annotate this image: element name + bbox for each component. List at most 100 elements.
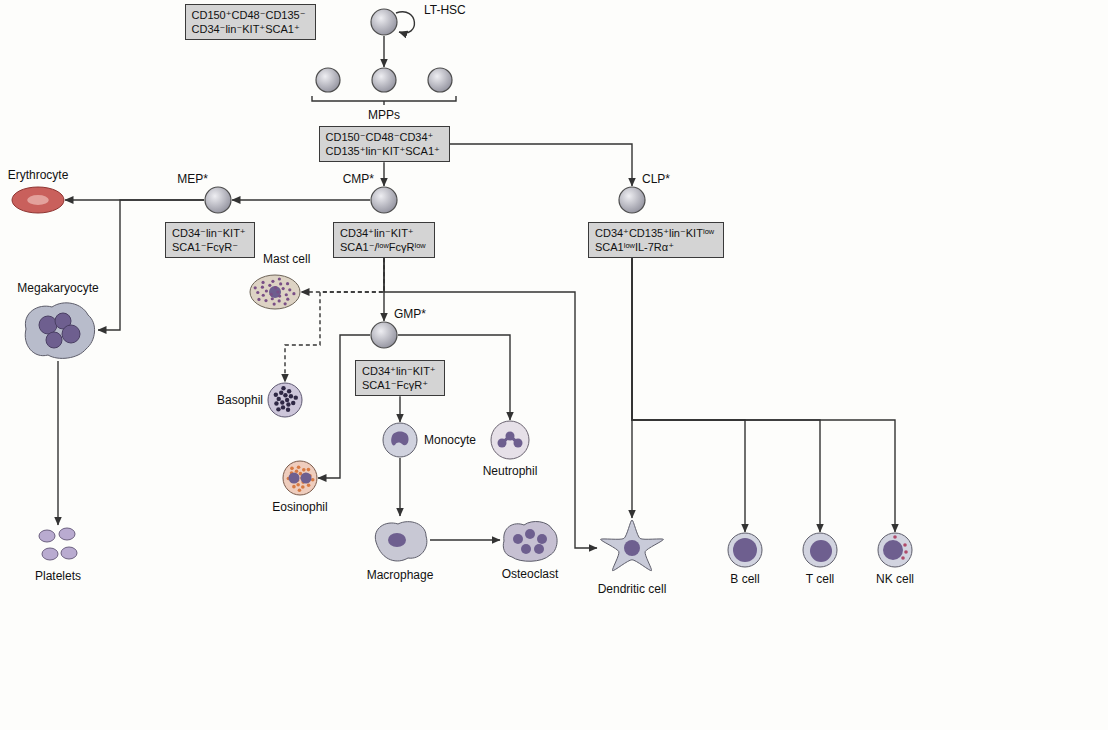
lineage-arrow bbox=[232, 199, 370, 200]
cell-label-holder: T cell bbox=[806, 572, 834, 586]
cell-label-holder: Erythrocyte bbox=[8, 168, 69, 182]
cell-label: Macrophage bbox=[367, 568, 434, 582]
cell-node: Basophil bbox=[267, 382, 303, 418]
cell-picture bbox=[382, 422, 418, 458]
cell-label-holder: Megakaryocyte bbox=[17, 281, 98, 295]
cell-node: Macrophage bbox=[370, 516, 430, 564]
cell-label-holder: Neutrophil bbox=[483, 464, 538, 478]
cell-picture bbox=[204, 186, 232, 214]
marker-box: CD34⁺lin⁻KIT⁺ SCA1⁻/ˡᵒʷFcγRˡᵒʷ bbox=[333, 222, 435, 258]
lineage-arrow bbox=[383, 162, 384, 186]
cell-node: CLP* bbox=[618, 186, 646, 214]
lineage-arrow bbox=[430, 539, 500, 540]
cell-node: MPPs bbox=[309, 67, 459, 93]
cell-label-holder: Eosinophil bbox=[272, 500, 327, 514]
cell-picture bbox=[36, 525, 80, 565]
cell-label-holder: Platelets bbox=[35, 569, 81, 583]
cell-picture bbox=[309, 67, 459, 93]
cell-label: Basophil bbox=[217, 393, 263, 407]
cell-label-holder: B cell bbox=[730, 572, 759, 586]
marker-text: CD34⁻lin⁻KIT⁺ SCA1⁻FcγR⁻ bbox=[172, 226, 248, 254]
cell-picture bbox=[267, 382, 303, 418]
cell-picture bbox=[877, 532, 913, 568]
cell-node: CMP* bbox=[370, 186, 398, 214]
cell-node: Mast cell bbox=[249, 274, 301, 310]
cell-node: GMP* bbox=[370, 321, 398, 349]
cell-picture bbox=[370, 516, 430, 564]
cell-label-holder: Osteoclast bbox=[502, 567, 559, 581]
cell-label-holder: CMP* bbox=[343, 172, 374, 186]
lineage-arrow bbox=[318, 335, 370, 478]
lineage-arrow bbox=[384, 258, 597, 548]
cell-node: Megakaryocyte bbox=[18, 299, 98, 361]
cell-label: Eosinophil bbox=[272, 500, 327, 514]
marker-text: CD150⁻CD48⁻CD34⁺ CD135⁺lin⁻KIT⁺SCA1⁺ bbox=[326, 130, 443, 158]
cell-label: GMP* bbox=[394, 307, 426, 321]
cell-label-holder: Macrophage bbox=[367, 568, 434, 582]
cell-label: Erythrocyte bbox=[8, 168, 69, 182]
cell-label-holder: LT-HSC bbox=[424, 3, 466, 17]
cell-picture bbox=[370, 321, 398, 349]
cell-label: MPPs bbox=[368, 108, 400, 122]
cell-label: LT-HSC bbox=[424, 3, 466, 17]
cell-node: B cell bbox=[727, 532, 763, 568]
cell-picture bbox=[370, 186, 398, 214]
cell-node: MEP* bbox=[204, 186, 232, 214]
cell-label: NK cell bbox=[876, 572, 914, 586]
cell-node: Monocyte bbox=[382, 422, 418, 458]
cell-label-holder: MEP* bbox=[177, 172, 208, 186]
cell-picture bbox=[727, 532, 763, 568]
marker-box: CD150⁺CD48⁻CD135⁻ CD34⁻lin⁻KIT⁺SCA1⁺ bbox=[185, 4, 316, 40]
cell-node: Neutrophil bbox=[490, 420, 530, 460]
lineage-arrow bbox=[450, 144, 633, 186]
lineage-arrow bbox=[399, 396, 400, 422]
cell-label: Monocyte bbox=[424, 433, 476, 447]
cell-label: Platelets bbox=[35, 569, 81, 583]
cell-label-holder: GMP* bbox=[394, 307, 426, 321]
marker-text: CD34⁺lin⁻KIT⁺ SCA1⁻FcγR⁺ bbox=[362, 364, 438, 392]
cell-node: LT-HSC bbox=[370, 8, 398, 36]
cell-label-holder: NK cell bbox=[876, 572, 914, 586]
cell-picture bbox=[500, 517, 560, 563]
lineage-arrow bbox=[383, 36, 384, 67]
cell-label-holder: Monocyte bbox=[424, 433, 476, 447]
cell-picture bbox=[490, 420, 530, 460]
cell-node: Dendritic cell bbox=[597, 518, 667, 578]
lineage-arrow bbox=[632, 258, 895, 532]
cell-node: Platelets bbox=[36, 525, 80, 565]
cell-picture bbox=[802, 532, 838, 568]
cell-node: T cell bbox=[802, 532, 838, 568]
cell-picture bbox=[282, 460, 318, 496]
cell-picture bbox=[249, 274, 301, 310]
cell-picture bbox=[18, 299, 98, 361]
cell-label: MEP* bbox=[177, 172, 208, 186]
cell-label: Megakaryocyte bbox=[17, 281, 98, 295]
lineage-arrow bbox=[399, 458, 400, 516]
marker-box: CD150⁻CD48⁻CD34⁺ CD135⁺lin⁻KIT⁺SCA1⁺ bbox=[319, 126, 450, 162]
bracket bbox=[312, 96, 456, 105]
lineage-arrow bbox=[98, 200, 204, 330]
cell-label: Mast cell bbox=[263, 252, 310, 266]
self-renewal-arrow bbox=[396, 12, 414, 33]
cell-label: Osteoclast bbox=[502, 567, 559, 581]
marker-box: CD34⁺CD135⁺lin⁻KITˡᵒʷ SCA1ˡᵒʷIL-7Rα⁺ bbox=[588, 222, 724, 258]
cell-label-holder: Basophil bbox=[217, 393, 263, 407]
lineage-arrow bbox=[57, 361, 58, 525]
cell-label-holder: Dendritic cell bbox=[598, 582, 667, 596]
cell-label: Dendritic cell bbox=[598, 582, 667, 596]
lineage-arrow bbox=[632, 258, 820, 532]
cell-label: CMP* bbox=[343, 172, 374, 186]
marker-box: CD34⁻lin⁻KIT⁺ SCA1⁻FcγR⁻ bbox=[165, 222, 255, 258]
cell-label: B cell bbox=[730, 572, 759, 586]
cell-label: T cell bbox=[806, 572, 834, 586]
marker-text: CD34⁺CD135⁺lin⁻KITˡᵒʷ SCA1ˡᵒʷIL-7Rα⁺ bbox=[595, 226, 717, 254]
cell-node: Eosinophil bbox=[282, 460, 318, 496]
cell-label-holder: CLP* bbox=[642, 172, 670, 186]
cell-label-holder: MPPs bbox=[368, 108, 400, 122]
cell-picture bbox=[370, 8, 398, 36]
cell-picture bbox=[11, 186, 65, 214]
cell-label: CLP* bbox=[642, 172, 670, 186]
